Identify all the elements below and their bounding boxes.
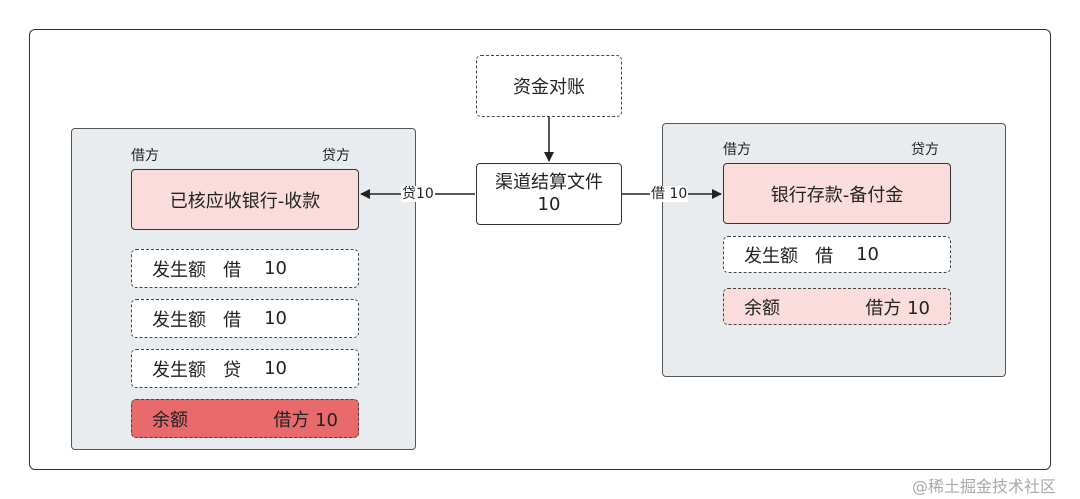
watermark: @稀土掘金技术社区 (912, 477, 1057, 496)
left-entry-row: 发生额 借 10 (131, 299, 359, 338)
left-account-title: 已核应收银行-收款 (131, 169, 359, 230)
balance-value: 借方 10 (865, 297, 930, 319)
settlement-file-title: 渠道结算文件 (495, 172, 603, 193)
left-debit-header: 借方 (131, 148, 159, 164)
reconciliation-box: 资金对账 (476, 55, 622, 117)
right-debit-header: 借方 (723, 142, 751, 158)
right-entry-row: 发生额 借 10 (723, 236, 951, 273)
entry-amount: 10 (264, 358, 287, 379)
entry-side: 借 (223, 309, 242, 331)
left-entry-row: 发生额 贷 10 (131, 349, 359, 388)
entry-label: 发生额 (744, 245, 798, 267)
edge-left-label: 贷10 (401, 186, 435, 202)
balance-value: 借方 10 (273, 409, 338, 431)
entry-amount: 10 (856, 244, 879, 265)
settlement-file-box: 渠道结算文件 10 (476, 163, 622, 225)
left-entry-row: 发生额 借 10 (131, 249, 359, 288)
entry-label: 发生额 (152, 259, 206, 281)
edge-right-label: 借 10 (650, 186, 689, 202)
right-account-title: 银行存款-备付金 (723, 163, 951, 224)
entry-side: 借 (223, 259, 242, 281)
entry-side: 贷 (223, 359, 242, 381)
left-balance-row: 余额 借方 10 (131, 399, 359, 438)
entry-label: 发生额 (152, 359, 206, 381)
settlement-file-amount: 10 (537, 194, 561, 215)
entry-amount: 10 (264, 258, 287, 279)
left-credit-header: 贷方 (322, 148, 350, 164)
right-credit-header: 贷方 (911, 142, 939, 158)
balance-label: 余额 (152, 409, 188, 431)
right-balance-row: 余额 借方 10 (723, 288, 951, 325)
balance-label: 余额 (744, 297, 780, 319)
entry-side: 借 (815, 245, 834, 267)
entry-label: 发生额 (152, 309, 206, 331)
entry-amount: 10 (264, 308, 287, 329)
